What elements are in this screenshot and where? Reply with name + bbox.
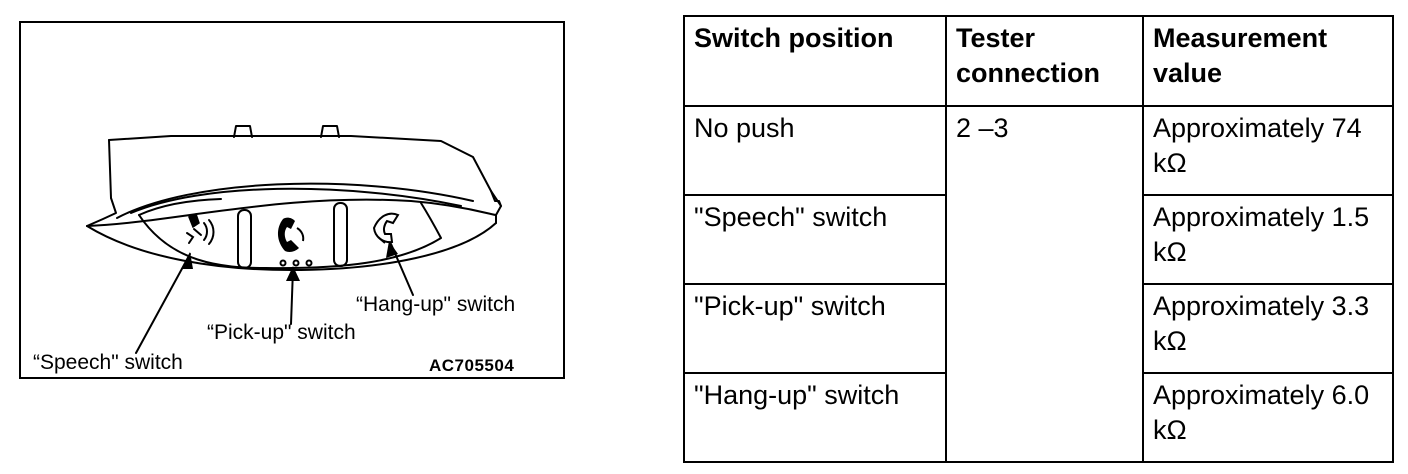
face-bottom-curve — [86, 222, 497, 272]
table-row: "Pick-up" switch Approximately 3.3 kΩ — [683, 283, 1394, 374]
table-row: No push 2 –3 Approximately 74 kΩ — [683, 105, 1394, 463]
hang-up-switch-callout: “Hang-up" switch — [356, 293, 516, 316]
table-row: "Speech" switch Approximately 1.5 kΩ — [683, 194, 1394, 285]
header-measurement-value: Measurement value — [1142, 15, 1394, 107]
cell-measurement-value: Approximately 6.0 kΩ — [1142, 372, 1394, 463]
cell-tester-connection: 2 –3 — [945, 105, 1144, 463]
cell-measurement-value: Approximately 3.3 kΩ — [1142, 283, 1394, 374]
top-clip-right — [320, 125, 340, 138]
table-header-row: Switch position Tester connection Measur… — [683, 15, 1394, 107]
pick-up-switch-callout: “Pick-up" switch — [207, 321, 356, 344]
pick-up-phone-icon — [277, 217, 305, 252]
header-switch-position: Switch position — [683, 15, 947, 107]
cell-switch-position: "Speech" switch — [683, 194, 947, 285]
header-tester-connection: Tester connection — [945, 15, 1144, 107]
cell-switch-position: "Pick-up" switch — [683, 283, 947, 374]
cell-measurement-value: Approximately 74 kΩ — [1142, 105, 1394, 196]
table-row: "Hang-up" switch Approximately 6.0 kΩ — [683, 372, 1394, 463]
switch-illustration: “Hang-up" switch “Pick-up" switch “Speec… — [19, 21, 565, 379]
speech-icon — [186, 212, 215, 245]
cell-measurement-value: Approximately 1.5 kΩ — [1142, 194, 1394, 285]
cell-switch-position: "Hang-up" switch — [683, 372, 947, 463]
resistance-table: Switch position Tester connection Measur… — [683, 15, 1394, 463]
figure-code: AC705504 — [429, 356, 515, 375]
speech-switch-callout: “Speech" switch — [33, 351, 183, 374]
cell-switch-position: No push — [683, 105, 947, 196]
switch-drawing — [86, 125, 502, 354]
top-clip-left — [233, 125, 253, 138]
face-outer-curve — [86, 198, 497, 227]
hang-up-phone-icon — [372, 212, 400, 244]
speech-leader — [135, 253, 191, 354]
